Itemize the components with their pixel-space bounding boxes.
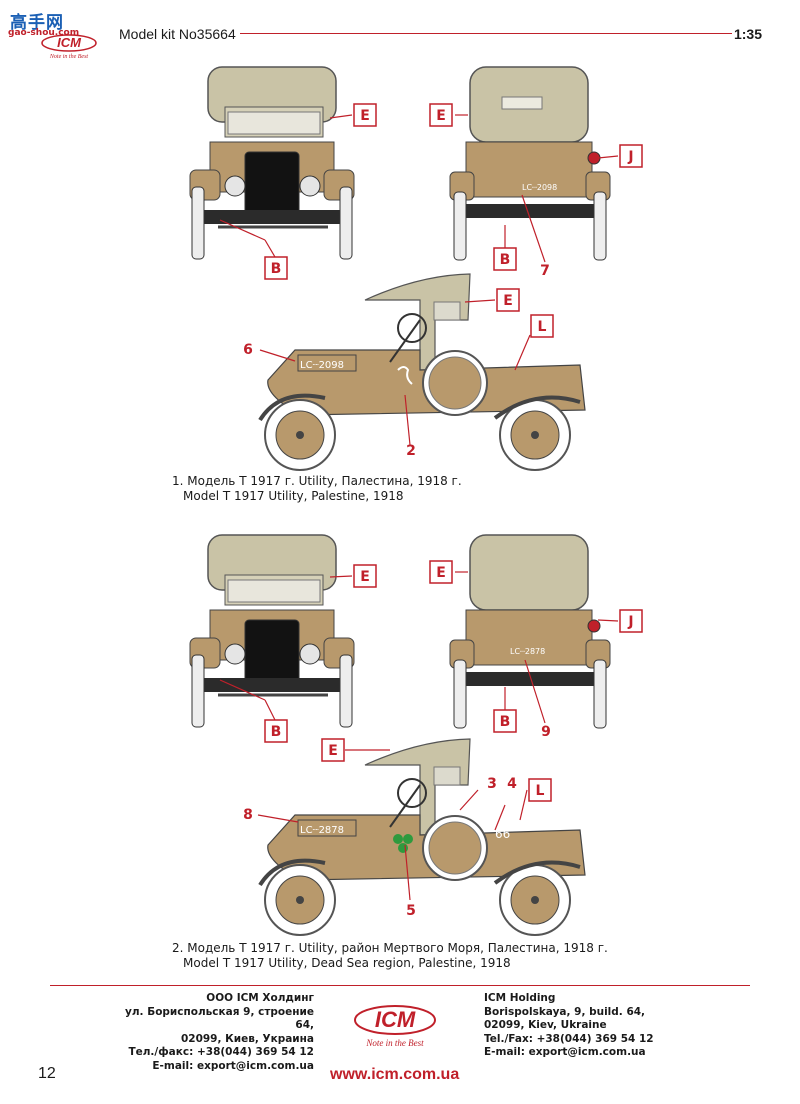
scheme2-side-number: 66	[495, 827, 510, 841]
scheme1-callouts: E E J B B E L 7 6 2	[219, 103, 643, 459]
footer-ru-line: 02099, Киев, Украина	[180, 1032, 314, 1045]
s2-callout-e-front: E	[360, 569, 370, 585]
s2-callout-4: 4	[507, 776, 517, 792]
scheme2-caption: 2. Модель Т 1917 г. Utility, район Мертв…	[172, 941, 608, 971]
scheme1-side-plate: LC┈2098	[300, 360, 344, 371]
s2-callout-e-rear: E	[436, 565, 446, 581]
scheme1-rear-plate: LC┈2098	[522, 183, 557, 192]
icm-logo-text: ICM	[57, 35, 82, 50]
scheme2-callouts: E E J B B E L 9 3 4 8 5	[219, 560, 643, 919]
s2-callout-9: 9	[541, 724, 551, 740]
footer-en-line: Tel./Fax: +38(044) 369 54 12	[484, 1032, 654, 1045]
s2-callout-b-rear: B	[500, 714, 511, 730]
footer-en-line: 02099, Kiev, Ukraine	[484, 1019, 607, 1031]
s1-callout-e-rear: E	[436, 108, 446, 124]
icm-footer-logo-text: ICM	[375, 1007, 416, 1032]
footer-ru-email[interactable]: E-mail: export@icm.com.ua	[152, 1059, 314, 1072]
icm-footer-logo: ICM Note in the Best	[354, 1005, 436, 1048]
s1-callout-b-front: B	[271, 261, 282, 277]
scheme1-caption-ru: 1. Модель Т 1917 г. Utility, Палестина, …	[172, 474, 462, 488]
s2-callout-j: J	[627, 614, 633, 630]
scheme1-rear-view: LC┈2098	[449, 66, 611, 261]
icm-footer-logo-slogan: Note in the Best	[365, 1038, 424, 1048]
s1-callout-6: 6	[243, 342, 253, 358]
s1-callout-e-side: E	[503, 293, 513, 309]
scheme1-caption-en: Model T 1917 Utility, Palestine, 1918	[183, 489, 404, 503]
watermark-site: gao-shou.com	[8, 28, 80, 38]
footer-en-line: Borispolskaya, 9, build. 64,	[484, 1005, 646, 1018]
scheme2-rear-view: LC┈2878	[449, 534, 611, 729]
s1-callout-j: J	[627, 149, 633, 165]
footer-address-en: ICM Holding Borispolskaya, 9, build. 64,…	[484, 992, 654, 1060]
scheme2-caption-ru: 2. Модель Т 1917 г. Utility, район Мертв…	[172, 941, 608, 955]
watermark-brand: 高手网	[10, 13, 64, 33]
footer-en-line: ICM Holding	[484, 992, 556, 1004]
footer-ru-line: ул. Бориспольская 9, строение 64,	[125, 1005, 314, 1032]
scheme1-front-view	[189, 66, 355, 260]
kit-scale: 1:35	[733, 26, 762, 42]
s2-callout-8: 8	[243, 807, 253, 823]
icm-logo-slogan: Note in the Best	[49, 54, 88, 60]
footer-ru-line: ООО ICM Холдинг	[206, 992, 314, 1004]
s2-callout-e-side: E	[328, 743, 338, 759]
scheme2-side-view: LC┈2878 66	[258, 738, 586, 936]
scheme1-caption: 1. Модель Т 1917 г. Utility, Палестина, …	[172, 474, 462, 504]
website-link[interactable]: www.icm.com.ua	[330, 1066, 460, 1083]
scheme2-rear-plate: LC┈2878	[510, 647, 545, 656]
page-number: 12	[38, 1065, 56, 1082]
kit-title: Model kit No35664	[119, 26, 236, 42]
s2-callout-5: 5	[406, 903, 416, 919]
s2-callout-3: 3	[487, 776, 497, 792]
s1-callout-e-front: E	[360, 108, 370, 124]
s1-callout-2: 2	[406, 443, 416, 459]
s1-callout-b-rear: B	[500, 252, 511, 268]
scheme2-side-plate: LC┈2878	[300, 825, 344, 836]
s1-callout-l: L	[538, 319, 547, 335]
s2-callout-l: L	[536, 783, 545, 799]
icm-logo: ICM Note in the Best	[41, 34, 97, 60]
footer-en-email[interactable]: E-mail: export@icm.com.ua	[484, 1046, 646, 1058]
footer-rule	[50, 985, 750, 986]
footer-ru-line: Тел./факс: +38(044) 369 54 12	[128, 1046, 314, 1058]
footer-address-ru: ООО ICM Холдинг ул. Бориспольская 9, стр…	[110, 992, 314, 1073]
scheme2-caption-en: Model T 1917 Utility, Dead Sea region, P…	[183, 956, 511, 970]
s2-callout-b-front: B	[271, 724, 282, 740]
header-rule	[240, 33, 732, 34]
scheme1-side-view: LC┈2098	[258, 273, 586, 471]
s1-callout-7: 7	[540, 263, 550, 279]
scheme2-front-view	[189, 534, 355, 728]
